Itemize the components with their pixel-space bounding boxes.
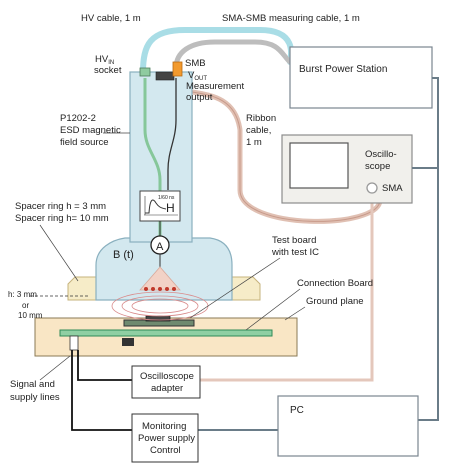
bt-label: B (t) [113,249,134,261]
test-board-label-1: Test board [272,235,316,246]
oscilloscope-adapter-box [131,365,201,399]
sma-cable-label: SMA-SMB measuring cable, 1 m [222,13,360,24]
hv-cable-label: HV cable, 1 m [81,13,141,24]
hv-socket-connector [139,67,151,77]
connection-board [59,329,273,337]
h-field-symbol: H [166,201,175,215]
burst-power-station-box [289,46,433,109]
sma-connector-icon [366,182,378,194]
signal-label-2: supply lines [10,392,60,403]
test-board-label-2: with test IC [271,247,319,258]
ribbon-label-2: cable, [246,125,271,136]
hv-lead [143,78,162,236]
pc-box [277,395,419,457]
monitoring-label-3: Control [150,445,181,456]
smb-label: SMB [185,58,206,69]
spacer-3mm-label: Spacer ring h = 3 mm [15,201,106,212]
field-dots [144,287,176,291]
probe-base [95,237,233,301]
oscilloscope-label-2: scope [365,161,390,172]
hv-socket-label-1: HVIN [95,54,114,66]
board-socket [122,338,134,346]
measurement-label-2: output [186,92,213,103]
ribbon-label-3: 1 m [246,137,262,148]
p1202-label-3: field source [60,137,109,148]
board-connector [69,335,79,351]
ribbon-label-1: Ribbon [246,113,276,124]
smb-connector [172,61,183,77]
spacer-10mm-label: Spacer ring h= 10 mm [15,213,109,224]
waveform-icon [145,199,167,214]
pc-label: PC [290,405,304,416]
monitoring-label-1: Monitoring [142,421,186,432]
osc-adapter-label-2: adapter [151,383,183,394]
spacer-pointer [39,224,79,282]
vout-label: VOUT [188,70,207,82]
spacer-ring-left [67,276,97,301]
p1202-label-1: P1202-2 [60,113,96,124]
signal-line-2 [77,350,132,381]
ribbon-cable-edge [182,89,381,222]
hv-cable [140,27,295,75]
h-dim-label-1: h: 3 mm [8,290,37,299]
probe-cap [155,71,175,81]
sma-label: SMA [382,183,403,194]
monitoring-label-2: Power supply [138,433,195,444]
oscilloscope-label-1: Oscillo- [365,149,397,160]
measurement-label-1: Measurement [186,81,244,92]
signal-pointer [39,355,71,381]
connection-board-label: Connection Board [297,278,373,289]
h-dim-label-3: 10 mm [18,311,43,320]
oscilloscope-screen [289,142,349,189]
waveform-scale-label: 1/60 ns [158,195,175,201]
h-dim-label-2: or [22,301,29,310]
signal-label-1: Signal and [10,379,55,390]
hv-socket-label-2: socket [94,65,122,76]
ground-plane-label: Ground plane [306,296,364,307]
ground-plane-pointer [284,306,306,321]
sma-smb-cable [173,39,293,71]
burst-power-station-label: Burst Power Station [299,64,387,75]
p1202-label-2: ESD magnetic [60,125,121,136]
signal-line-1 [71,350,132,431]
measurement-lead [167,78,177,190]
ammeter-label: A [156,241,164,253]
bps-to-pc-line [418,77,439,421]
adapter-cable [200,193,374,382]
osc-adapter-label-1: Oscilloscope [140,371,194,382]
monitoring-box [131,413,199,463]
connection-board-pointer [245,288,301,331]
test-board-pointer [189,257,281,319]
waveform-axes [144,196,178,216]
